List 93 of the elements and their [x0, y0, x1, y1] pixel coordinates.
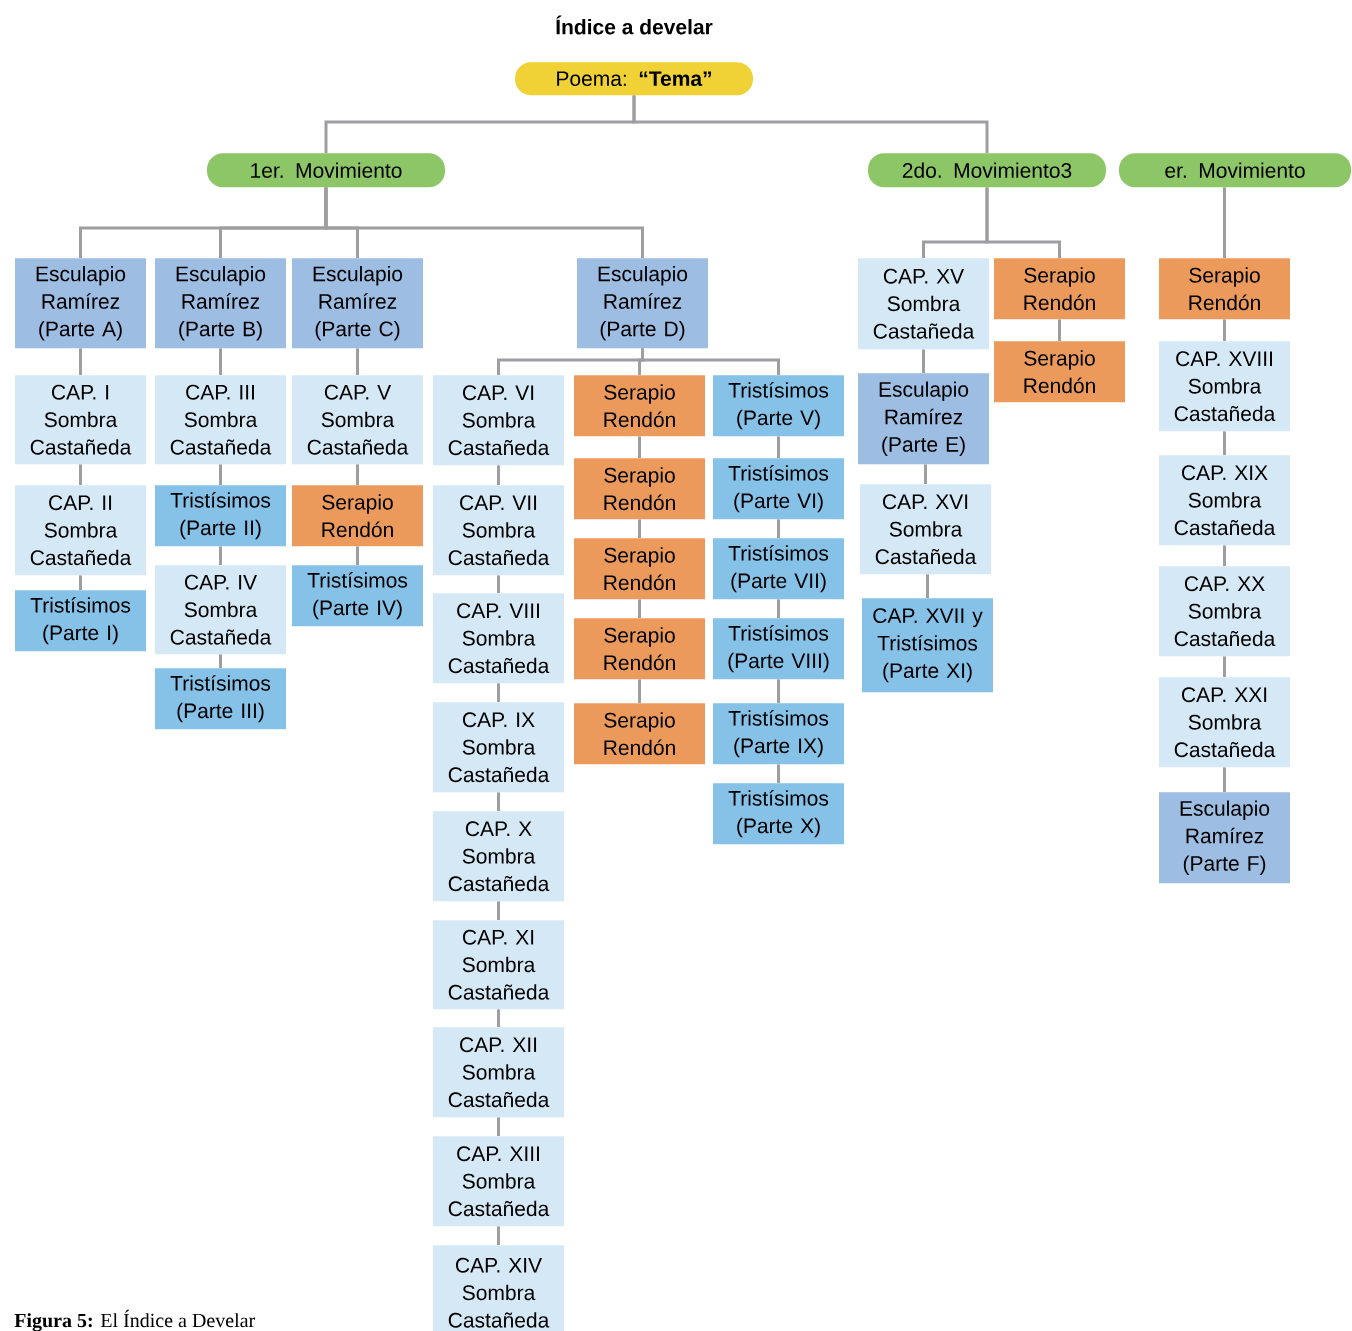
author-box: Serapio Rendón	[994, 258, 1125, 320]
author-box: Esculapio Ramírez (Parte F)	[1159, 792, 1290, 884]
author-box: Serapio Rendón	[574, 618, 705, 680]
chapter-box: CAP. XIII Sombra Castañeda	[433, 1136, 564, 1227]
movement-pill: 1er. Movimiento	[207, 153, 445, 188]
chapter-box: CAP. X Sombra Castañeda	[433, 811, 564, 902]
connector-line	[638, 519, 641, 538]
chapter-box: CAP. XII Sombra Castañeda	[433, 1027, 564, 1118]
chapter-box: CAP. XIX Sombra Castañeda	[1159, 455, 1290, 546]
connector-line	[219, 654, 222, 668]
poem-box: CAP. XVII y Tristísimos (Parte XI)	[862, 598, 993, 693]
connector-line	[497, 683, 500, 702]
connector-line	[356, 348, 359, 375]
caption: Figura 5: El Índice a Develar	[14, 1309, 256, 1331]
poem-pill: Poema: “Tema”	[515, 62, 753, 96]
connector-line	[79, 348, 82, 375]
connector-line	[79, 464, 82, 485]
connector-line	[1223, 431, 1226, 455]
connector-line	[632, 95, 989, 153]
author-box: Serapio Rendón	[574, 703, 705, 765]
chapter-box: CAP. VI Sombra Castañeda	[433, 375, 564, 466]
movement-pill: er. Movimiento	[1119, 153, 1351, 188]
connector-line	[497, 1009, 500, 1027]
chapter-box: CAP. XVIII Sombra Castañeda	[1159, 341, 1290, 432]
poem-box: Tristísimos (Parte VIII)	[713, 618, 844, 680]
connector-line	[356, 464, 359, 485]
chapter-box: CAP. XXI Sombra Castañeda	[1159, 677, 1290, 768]
connector-line	[926, 574, 929, 598]
connector-line	[1058, 319, 1061, 341]
connector-line	[777, 436, 780, 458]
poem-box: Tristísimos (Parte IX)	[713, 703, 844, 765]
chapter-box: CAP. I Sombra Castañeda	[15, 375, 146, 465]
author-box: Serapio Rendón	[1159, 258, 1290, 320]
poem-box: Tristísimos (Parte II)	[155, 485, 286, 547]
chapter-box: CAP. V Sombra Castañeda	[292, 375, 423, 465]
author-box: Serapio Rendón	[574, 538, 705, 600]
connector-line	[1223, 767, 1226, 792]
connector-line	[497, 575, 500, 593]
connector-line	[985, 187, 1061, 258]
chapter-box: CAP. XIV Sombra Castañeda	[433, 1245, 564, 1331]
poem-box: Tristísimos (Parte V)	[713, 375, 844, 437]
connector-line	[219, 546, 222, 565]
poem-box: Tristísimos (Parte III)	[155, 668, 286, 730]
connector-line	[922, 349, 925, 373]
connector-line	[497, 1117, 500, 1136]
poem-box: Tristísimos (Parte VI)	[713, 458, 844, 520]
author-box: Esculapio Ramírez (Parte B)	[155, 258, 286, 349]
poem-box: Tristísimos (Parte I)	[15, 590, 146, 652]
connector-line	[924, 464, 927, 484]
chapter-box: CAP. IV Sombra Castañeda	[155, 565, 286, 655]
connector-line	[641, 348, 780, 375]
chapter-box: CAP. III Sombra Castañeda	[155, 375, 286, 465]
author-box: Serapio Rendón	[574, 458, 705, 520]
connector-line	[1223, 319, 1226, 341]
chapter-box: CAP. VIII Sombra Castañeda	[433, 593, 564, 684]
connector-line	[777, 764, 780, 783]
connector-line	[497, 792, 500, 811]
connector-line	[79, 575, 82, 590]
author-box: Serapio Rendón	[994, 341, 1125, 403]
connector-line	[219, 348, 222, 375]
connector-line	[777, 599, 780, 618]
chapter-box: CAP. XI Sombra Castañeda	[433, 920, 564, 1010]
title: Índice a develar	[556, 15, 713, 35]
author-box: Esculapio Ramírez (Parte A)	[15, 258, 146, 349]
connector-line	[777, 519, 780, 538]
connector-line	[638, 679, 641, 703]
chapter-box: CAP. XX Sombra Castañeda	[1159, 566, 1290, 657]
connector-line	[324, 187, 644, 258]
chapter-box: CAP. XV Sombra Castañeda	[858, 258, 989, 350]
chapter-box: CAP. VII Sombra Castañeda	[433, 485, 564, 576]
connector-line	[1223, 545, 1226, 566]
connector-line	[1223, 656, 1226, 677]
author-box: Esculapio Ramírez (Parte E)	[858, 373, 989, 465]
connector-line	[497, 901, 500, 920]
connector-line	[356, 546, 359, 565]
author-box: Esculapio Ramírez (Parte D)	[577, 258, 708, 349]
connector-line	[1223, 187, 1226, 258]
connector-line	[219, 464, 222, 485]
connector-line	[638, 436, 641, 458]
connector-line	[497, 465, 500, 485]
movement-pill: 2do. Movimiento3	[868, 153, 1106, 188]
poem-box: Tristísimos (Parte X)	[713, 783, 844, 845]
chapter-box: CAP. XVI Sombra Castañeda	[860, 484, 991, 575]
connector-line	[777, 679, 780, 703]
author-box: Serapio Rendón	[574, 375, 705, 437]
connector-line	[638, 599, 641, 618]
poem-box: Tristísimos (Parte IV)	[292, 565, 423, 627]
chapter-box: CAP. IX Sombra Castañeda	[433, 702, 564, 793]
connector-line	[497, 1226, 500, 1245]
author-box: Esculapio Ramírez (Parte C)	[292, 258, 423, 349]
poem-box: Tristísimos (Parte VII)	[713, 538, 844, 600]
chapter-box: CAP. II Sombra Castañeda	[15, 485, 146, 576]
author-box: Serapio Rendón	[292, 485, 423, 547]
